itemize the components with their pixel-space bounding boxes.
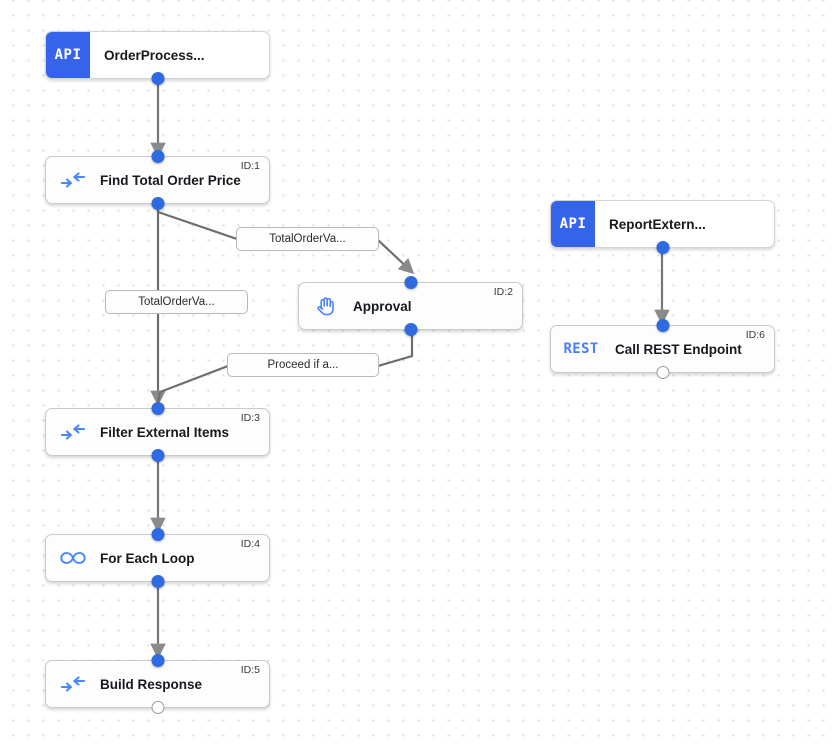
port-in[interactable] [404,276,417,289]
node-title: Build Response [100,676,203,692]
node-approval[interactable]: Approval ID:2 [298,276,523,336]
rest-badge-icon: REST [563,341,599,357]
node-title: ReportExtern... [609,216,706,232]
transform-arrows-icon [58,424,88,440]
node-id-label: ID:1 [240,160,260,172]
port-out[interactable] [151,197,164,210]
port-out[interactable] [151,575,164,588]
node-order-process[interactable]: API OrderProcess... [45,31,270,85]
transform-arrows-icon [58,172,88,188]
port-in[interactable] [151,402,164,415]
port-out[interactable] [656,366,669,379]
node-id-label: ID:4 [240,538,260,550]
port-out[interactable] [151,72,164,85]
port-out[interactable] [151,449,164,462]
port-in[interactable] [151,150,164,163]
node-call-rest-endpoint[interactable]: REST Call REST Endpoint ID:6 [550,319,775,379]
port-out[interactable] [656,241,669,254]
node-report-extern[interactable]: API ReportExtern... [550,200,775,254]
node-filter-external-items[interactable]: Filter External Items ID:3 [45,402,270,462]
node-title: OrderProcess... [104,47,205,63]
hand-icon [311,295,341,317]
api-badge-icon: API [46,32,90,78]
port-out[interactable] [151,701,164,714]
api-badge-icon: API [551,201,595,247]
transform-arrows-icon [58,676,88,692]
port-in[interactable] [151,654,164,667]
node-title: Filter External Items [100,424,230,440]
port-in[interactable] [151,528,164,541]
node-for-each-loop[interactable]: For Each Loop ID:4 [45,528,270,588]
node-find-total-order-price[interactable]: Find Total Order Price ID:1 [45,150,270,210]
node-id-label: ID:6 [745,329,765,341]
edge-label-total-order-value-1[interactable]: TotalOrderVa... [236,227,379,251]
edge-label-proceed-if-approved[interactable]: Proceed if a... [227,353,379,377]
infinity-loop-icon [58,551,88,565]
port-in[interactable] [656,319,669,332]
node-build-response[interactable]: Build Response ID:5 [45,654,270,714]
node-id-label: ID:3 [240,412,260,424]
node-id-label: ID:2 [493,286,513,298]
node-title: For Each Loop [100,550,195,566]
node-title: Call REST Endpoint [615,341,742,357]
node-title: Find Total Order Price [100,172,241,188]
edge-label-total-order-value-2[interactable]: TotalOrderVa... [105,290,248,314]
node-id-label: ID:5 [240,664,260,676]
port-out[interactable] [404,323,417,336]
node-title: Approval [353,298,412,314]
